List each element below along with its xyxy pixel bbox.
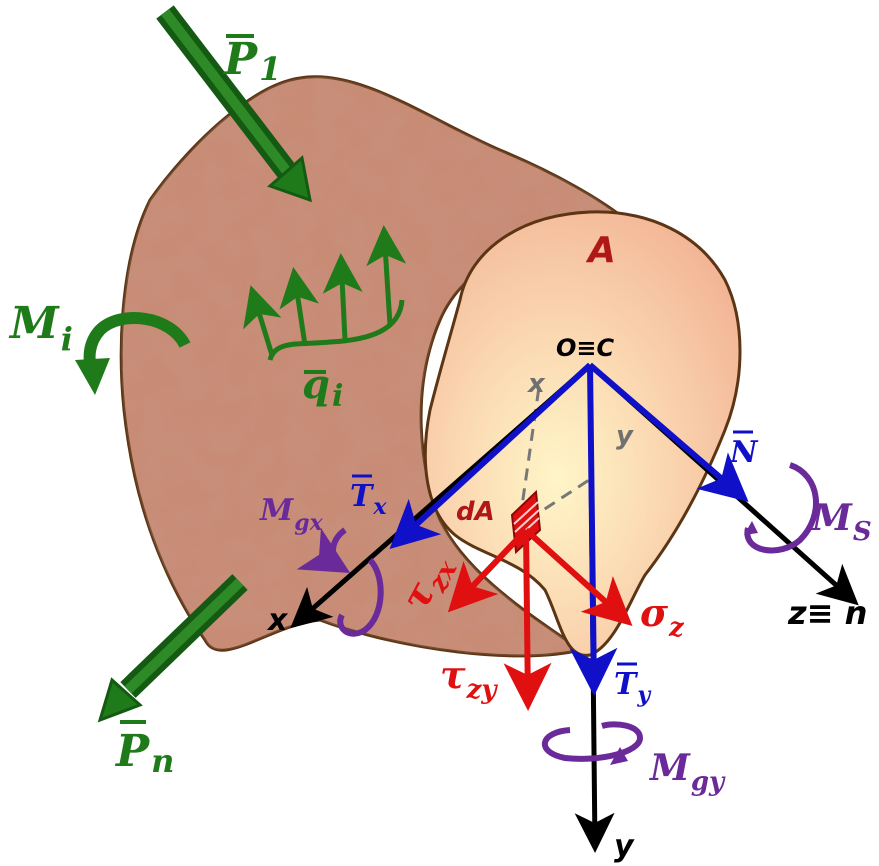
label-ms: MS [810, 497, 872, 547]
label-z-axis: z≡ n [787, 594, 867, 632]
label-mgx: Mgx [259, 493, 324, 536]
label-tau-zy: τzy [440, 652, 498, 705]
tau-zy-arrow [503, 529, 552, 711]
label-n: N [729, 435, 759, 470]
distributed-load-qi-icon [243, 225, 407, 361]
dashed-x-coordinate [518, 379, 542, 521]
moment-mi-icon [75, 312, 191, 395]
label-mi: Mi [8, 298, 73, 358]
solid-body-texture [121, 76, 620, 656]
dashed-y-coordinate [527, 476, 593, 522]
label-y-axis: y [614, 829, 635, 864]
moment-ms-icon [744, 462, 819, 554]
moment-ms-arrowhead-icon [744, 521, 758, 535]
moment-mgx-icon [337, 557, 384, 637]
label-ty: Ty [614, 667, 652, 708]
label-tx: Tx [350, 479, 387, 520]
label-dA: dA [456, 497, 495, 527]
label-x-coordinate: x [526, 369, 546, 399]
shear-force-x-arrow [389, 362, 593, 550]
label-x-axis: x [266, 603, 289, 638]
tau-zx-arrow [447, 527, 529, 613]
moment-mgx-top-icon [296, 527, 351, 574]
label-qi: qi [302, 361, 343, 414]
moment-mgy-arrowhead-icon [610, 747, 628, 765]
label-sigma-z: σz [640, 590, 685, 643]
label-p1: P1 [222, 34, 281, 88]
label-area-a: A [585, 230, 616, 271]
normal-force-arrow [588, 362, 749, 502]
label-y-coordinate: y [616, 421, 634, 451]
label-pn: Pn [114, 726, 174, 780]
force-p1-arrow [156, 5, 312, 203]
cross-section-area [423, 210, 742, 657]
label-origin: O≡C [556, 334, 615, 362]
moment-mgy-icon [542, 721, 644, 762]
force-pn-arrow [97, 574, 248, 723]
sigma-z-arrow [523, 527, 633, 627]
label-mgy: Mgy [648, 747, 726, 797]
shear-force-y-arrow [569, 364, 618, 696]
